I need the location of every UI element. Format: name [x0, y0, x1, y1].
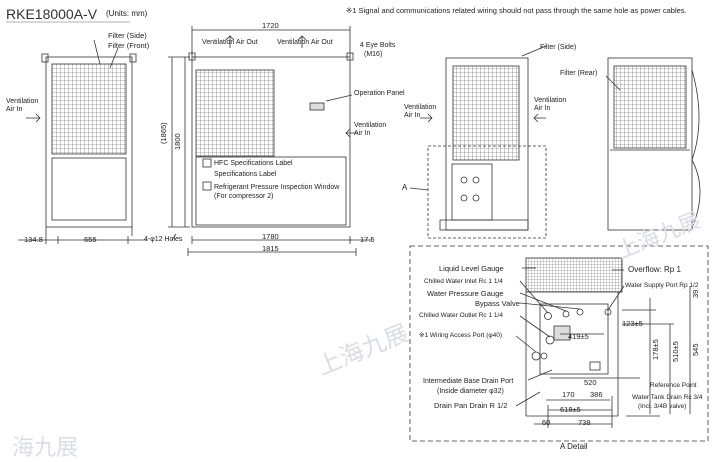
- side-vent-in-left-2: Air In: [404, 112, 421, 119]
- side-filter-grille: [452, 65, 520, 161]
- dim-520: 520: [584, 378, 597, 387]
- wiring-port-label: ※1 Wiring Access Port (φ40): [419, 332, 502, 339]
- eye-bolts-size: (M16): [364, 51, 383, 58]
- units-label: (Units: mm): [106, 9, 148, 18]
- side-vent-in-left-1: Ventilation: [404, 104, 437, 111]
- water-supply-label: Water Supply Port Rp 1/2: [625, 282, 699, 289]
- front-vent-in-label-2: Air In: [6, 106, 23, 113]
- dim-170: 170: [562, 390, 575, 399]
- main-view-cabinet: [191, 56, 351, 228]
- dim-738: 738: [578, 418, 591, 427]
- front-vent-in-label-1: Ventilation: [6, 98, 39, 105]
- main-vent-in-label-1: Ventilation: [354, 122, 387, 129]
- refrigerant-window-note: (For compressor 2): [214, 193, 274, 200]
- dim-510: 510±5: [671, 341, 680, 362]
- model-title: RKE18000A-V: [6, 6, 98, 22]
- dim-123: 123±5: [622, 319, 643, 328]
- chilled-outlet-label: Chilled Water Outlet Rc 1 1/4: [419, 312, 503, 319]
- operation-panel-label: Operation Panel: [354, 90, 405, 97]
- side-filter-label: Filter (Side): [540, 44, 577, 51]
- overflow-label: Overflow: Rp 1: [628, 265, 681, 274]
- intermediate-drain-note: (Inside diameter φ32): [437, 388, 504, 395]
- rear-filter-label: Filter (Rear): [560, 70, 598, 77]
- wiring-note: ※1 Signal and communications related wir…: [346, 6, 687, 15]
- dim-1800: 1800: [173, 133, 182, 150]
- detail-frame: [409, 245, 709, 442]
- holes-label: 4-φ12 Holes: [144, 236, 183, 243]
- front-filter-side-label: Filter (Side): [108, 31, 147, 40]
- dim-545: 545: [691, 343, 700, 356]
- dim-618: 618±5: [560, 405, 581, 414]
- dim-1815: 1815: [262, 244, 279, 253]
- vent-out-label-2: Ventilation Air Out: [277, 39, 333, 46]
- water-pressure-label: Water Pressure Gauge: [427, 289, 504, 298]
- dim-1720: 1720: [262, 21, 279, 30]
- drain-pan-label: Drain Pan Drain R 1/2: [434, 401, 508, 410]
- rear-view-cabinet: [607, 57, 693, 231]
- chilled-inlet-label: Chilled Water Inlet Rc 1 1/4: [424, 278, 503, 285]
- tank-drain-note: (Incl. 3/4B valve): [638, 403, 687, 410]
- spec-label: Specifications Label: [214, 171, 277, 178]
- detail-caption: A Detail: [560, 442, 588, 451]
- dim-39: 39: [691, 289, 700, 298]
- front-view-cabinet: [45, 56, 133, 228]
- dim-17-5: 17.5: [360, 235, 375, 244]
- side-vent-in-right-2: Air In: [534, 105, 551, 112]
- main-vent-in-label-2: Air In: [354, 130, 371, 137]
- reference-point-label: Reference Point: [650, 382, 697, 389]
- watermark-3: 海九展: [12, 436, 79, 461]
- hfc-label: HFC Specifications Label: [214, 160, 293, 167]
- dim-134-8: 134.8: [24, 235, 43, 244]
- rear-filter-grille: [613, 65, 687, 149]
- vent-out-label-1: Ventilation Air Out: [202, 39, 258, 46]
- front-filter-front-label: Filter (Front): [108, 41, 150, 50]
- dim-60: 60: [542, 418, 551, 427]
- liquid-level-label: Liquid Level Gauge: [439, 264, 504, 273]
- detail-a-marker: A: [402, 183, 408, 192]
- dim-655: 655: [84, 235, 97, 244]
- dim-1780: 1780: [262, 232, 279, 241]
- dim-419: 419±5: [568, 332, 589, 341]
- eye-bolts-label: 4 Eye Bolts: [360, 42, 396, 49]
- dim-178: 178±5: [651, 339, 660, 360]
- side-vent-in-right-1: Ventilation: [534, 97, 567, 104]
- dim-386: 386: [590, 390, 603, 399]
- dim-1865: (1865): [159, 122, 168, 144]
- tank-drain-label: Water Tank Drain Rc 3/4: [632, 394, 703, 401]
- main-filter-grille: [195, 69, 275, 157]
- intermediate-drain-label: Intermediate Base Drain Port: [423, 378, 514, 385]
- refrigerant-window-label: Refrigerant Pressure Inspection Window: [214, 184, 340, 191]
- bypass-label: Bypass Valve: [475, 299, 520, 308]
- front-filter-grille: [51, 63, 127, 155]
